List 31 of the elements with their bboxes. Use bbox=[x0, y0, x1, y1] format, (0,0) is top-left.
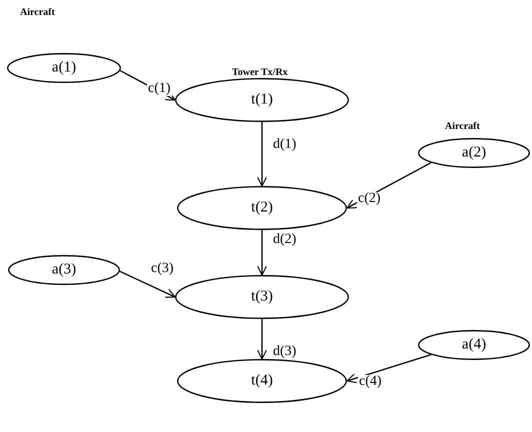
arrow bbox=[256, 319, 268, 360]
ellipse-node bbox=[7, 53, 121, 83]
arrow bbox=[120, 270, 176, 298]
heading-label: Aircraft bbox=[20, 7, 55, 18]
node-label: t(1) bbox=[250, 92, 274, 108]
node-label: t(2) bbox=[250, 200, 274, 216]
arrow bbox=[346, 354, 432, 384]
ellipse-node bbox=[175, 78, 349, 122]
node-label: a(3) bbox=[50, 262, 78, 278]
arrow bbox=[256, 230, 268, 276]
ellipse-node bbox=[418, 330, 530, 360]
edge-label: d(3) bbox=[272, 345, 298, 359]
heading-label: Tower Tx/Rx bbox=[232, 67, 288, 78]
ellipse-node bbox=[177, 359, 347, 403]
ellipse-node bbox=[418, 138, 530, 168]
arrow bbox=[256, 122, 268, 187]
node-label: a(2) bbox=[460, 146, 488, 160]
node-label: a(4) bbox=[460, 338, 488, 352]
node-label: t(4) bbox=[250, 374, 274, 388]
node-label: a(1) bbox=[50, 60, 78, 76]
edge-label: c(1) bbox=[147, 82, 172, 96]
ellipse-node bbox=[175, 275, 349, 319]
ellipse-node bbox=[8, 255, 120, 285]
edge-label: c(4) bbox=[358, 375, 383, 389]
heading-label: Aircraft bbox=[445, 121, 480, 132]
edge-label: d(2) bbox=[272, 233, 298, 247]
edge-label: d(1) bbox=[272, 138, 298, 152]
edge-label: c(2) bbox=[357, 192, 382, 206]
ellipse-node bbox=[177, 186, 347, 230]
node-label: t(3) bbox=[250, 290, 274, 304]
edge-label: c(3) bbox=[150, 262, 175, 276]
